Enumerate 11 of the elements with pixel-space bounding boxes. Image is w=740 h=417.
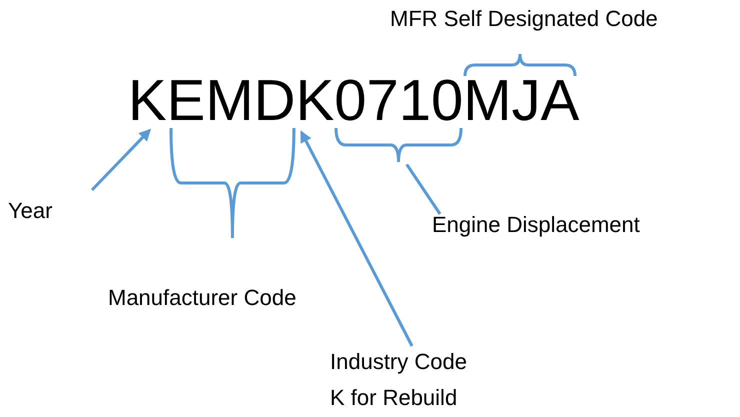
field-label: Industry Code [330,348,467,376]
leader-line [406,164,442,215]
arrow [300,130,414,347]
arrow [90,128,151,192]
field-label: MFR Self Designated Code [390,6,658,32]
field-label: Year [8,198,52,224]
field-label: Manufacturer Code [108,285,296,312]
field-label: K for Rebuild [330,384,458,411]
curly-bracket [334,126,464,164]
code-text: KEMDK0710MJA [128,66,580,136]
field-label: Engine Displacement [432,212,640,238]
